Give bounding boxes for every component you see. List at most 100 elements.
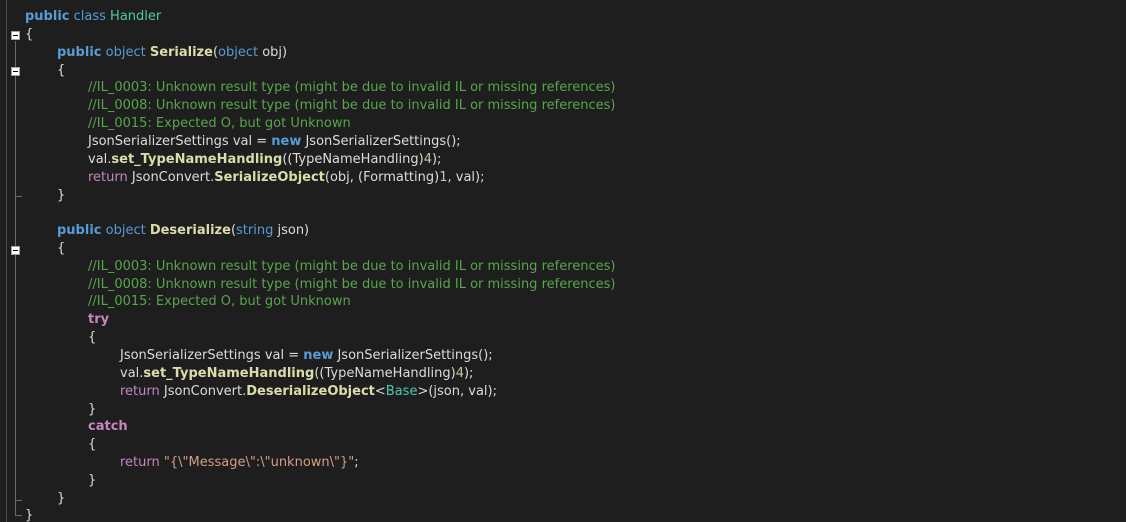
param-name: json) [273,223,310,238]
code-line-settings-new: JsonSerializerSettings val = new JsonSer… [88,133,461,151]
code-line-comment: //IL_0003: Unknown result type (might be… [88,79,615,97]
code-line-settings-new: JsonSerializerSettings val = new JsonSer… [120,347,493,365]
code-text: , val); [447,170,485,185]
method-name: DeserializeObject [246,384,375,399]
method-name: Deserialize [149,223,231,238]
code-line-comment: //IL_0015: Expected O, but got Unknown [88,293,351,311]
keyword: public [57,45,102,60]
brace: } [88,473,97,488]
keyword: try [88,312,110,327]
param-type: string [236,223,274,238]
comment: //IL_0008: Unknown result type (might be… [88,277,616,292]
keyword: public [25,9,70,24]
code-text: ); [463,366,474,381]
keyword: return [88,170,128,185]
method-name: SerializeObject [214,170,325,185]
code-text: JsonSerializerSettings val = [88,134,272,149]
comment: //IL_0015: Expected O, but got Unknown [88,116,351,131]
keyword: new [271,134,302,149]
brace: { [25,27,34,42]
class-name: Handler [110,9,162,24]
brace: } [88,402,97,417]
paren: ( [212,45,219,60]
code-text: ; [354,455,359,470]
code-line-brace: } [25,507,33,522]
brace: { [88,330,97,345]
code-text: JsonSerializerSettings(); [301,134,461,149]
code-text: >(json, val); [417,384,497,399]
collapse-deserialize-icon[interactable] [11,246,20,255]
number-literal: 4 [423,152,432,167]
code-text: ((TypeNameHandling) [282,152,424,167]
code-text: ); [431,152,442,167]
code-line-comment: //IL_0015: Expected O, but got Unknown [88,115,351,133]
code-line-return-serialize: return JsonConvert.SerializeObject(obj, … [88,169,484,187]
code-line-brace: } [88,472,96,490]
code-text: val. [120,366,144,381]
generic-type: Base [385,384,418,399]
param-type: object [218,45,259,60]
code-text: JsonConvert. [159,384,247,399]
code-line-brace: { [25,26,33,44]
code-line-brace: { [57,62,65,80]
type-name: object [105,223,146,238]
brace: { [88,437,97,452]
param-name: obj) [258,45,288,60]
code-line-deserialize-decl: public object Deserialize(string json) [57,222,309,240]
code-line-comment: //IL_0008: Unknown result type (might be… [88,97,615,115]
code-line-class-decl: public class Handler [25,8,161,26]
code-text: < [374,384,386,399]
code-text: ((TypeNameHandling) [314,366,456,381]
keyword: new [303,348,334,363]
comment: //IL_0015: Expected O, but got Unknown [88,294,351,309]
method-name: set_TypeNameHandling [111,152,283,167]
code-line-comment: //IL_0008: Unknown result type (might be… [88,276,615,294]
code-text: val. [88,152,112,167]
code-line-return-string: return "{\"Message\":\"unknown\"}"; [120,454,359,472]
comment: //IL_0003: Unknown result type (might be… [88,80,616,95]
fold-end-class [15,515,22,516]
code-line-brace: { [88,436,96,454]
code-line-return-deserialize: return JsonConvert.DeserializeObject<Bas… [120,383,497,401]
type-name: object [105,45,146,60]
code-line-serialize-decl: public object Serialize(object obj) [57,44,287,62]
code-line-brace: } [57,187,65,205]
brace: } [57,491,66,506]
method-name: set_TypeNameHandling [143,366,315,381]
comment: //IL_0003: Unknown result type (might be… [88,259,616,274]
keyword: return [120,455,160,470]
brace: { [57,241,66,256]
code-text: JsonSerializerSettings(); [333,348,493,363]
code-line-brace: } [88,401,96,419]
code-line-catch: catch [88,418,128,436]
collapse-class-icon[interactable] [11,31,20,40]
keyword: public [57,223,102,238]
code-text: (obj, (Formatting) [324,170,440,185]
code-line-set-handling: val.set_TypeNameHandling((TypeNameHandli… [88,151,441,169]
code-line-comment: //IL_0003: Unknown result type (might be… [88,258,615,276]
gutter-border [6,0,7,522]
collapse-serialize-icon[interactable] [11,67,20,76]
method-name: Serialize [149,45,213,60]
fold-end-serialize [15,196,22,197]
number-literal: 1 [439,170,448,185]
keyword: catch [88,419,128,434]
fold-end-deserialize [15,500,22,501]
number-literal: 4 [455,366,464,381]
keyword: return [120,384,160,399]
fold-guide-class [15,41,16,515]
brace: } [25,508,34,522]
comment: //IL_0008: Unknown result type (might be… [88,98,616,113]
keyword: class [73,9,106,24]
code-line-brace: { [88,329,96,347]
brace: { [57,63,66,78]
code-line-brace: } [57,490,65,508]
code-text: JsonSerializerSettings val = [120,348,304,363]
paren: ( [230,223,237,238]
string-literal: "{\"Message\":\"unknown\"}" [163,455,355,470]
brace: } [57,188,66,203]
code-line-set-handling: val.set_TypeNameHandling((TypeNameHandli… [120,365,473,383]
code-line-try: try [88,311,109,329]
code-line-brace: { [57,240,65,258]
